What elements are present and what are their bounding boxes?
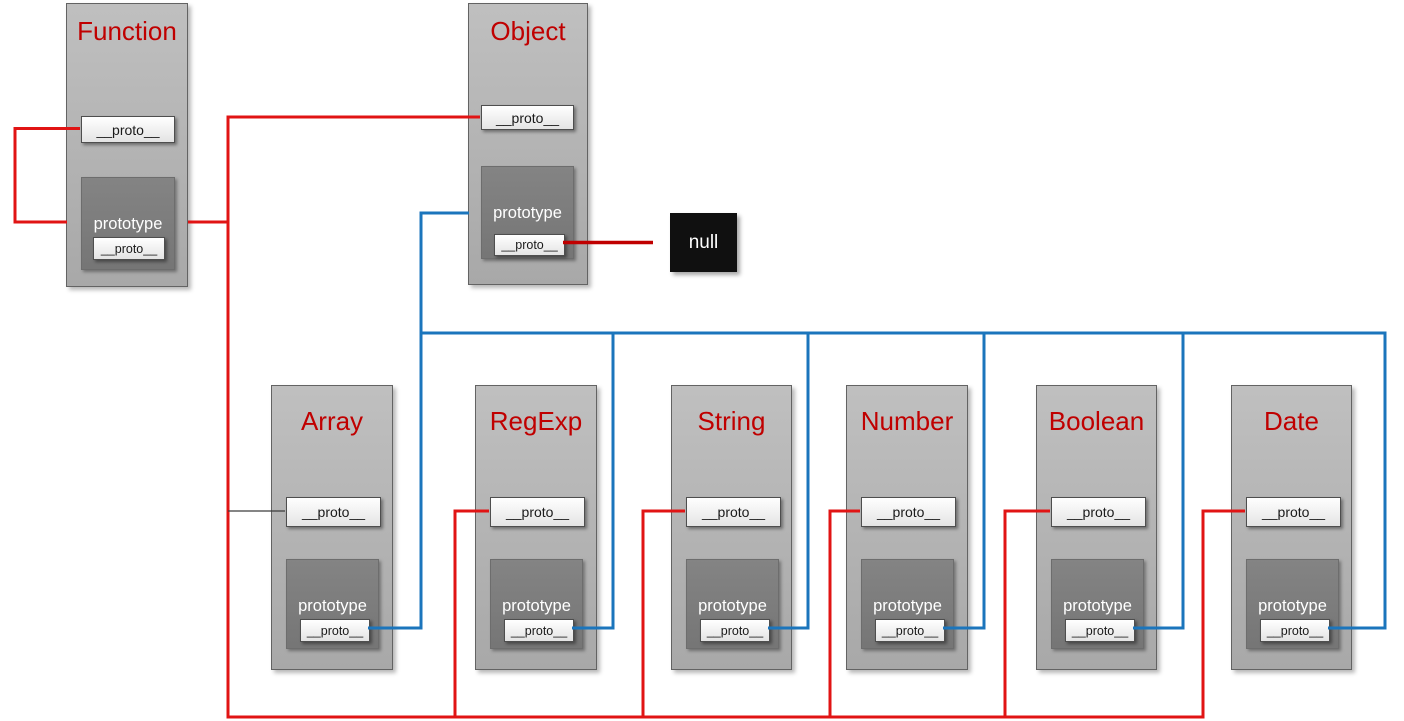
arrowhead-into-null	[652, 234, 671, 252]
array-box: Array __proto__ prototype __proto__	[271, 385, 393, 670]
regexp-proto-field: __proto__	[490, 497, 585, 527]
regexp-prototype-proto-field: __proto__	[504, 619, 574, 642]
string-prototype-label: prototype	[698, 597, 767, 615]
object-box-title: Object	[490, 16, 566, 46]
function-prototype-label: prototype	[93, 215, 163, 233]
date-box-title: Date	[1264, 406, 1319, 436]
array-prototype-label: prototype	[298, 597, 367, 615]
boolean-prototype-label: prototype	[1063, 597, 1132, 615]
number-proto-field: __proto__	[861, 497, 956, 527]
number-box: Number __proto__ prototype __proto__	[846, 385, 968, 670]
string-box: String __proto__ prototype __proto__	[671, 385, 792, 670]
number-prototype-box: prototype __proto__	[861, 559, 954, 649]
function-proto-field: __proto__	[81, 116, 175, 143]
null-label: null	[688, 231, 719, 253]
object-box: Object __proto__ prototype __proto__	[468, 3, 588, 285]
object-proto-field: __proto__	[481, 105, 574, 130]
date-box: Date __proto__ prototype __proto__	[1231, 385, 1352, 670]
function-prototype-box: prototype __proto__	[81, 177, 175, 270]
boolean-box-title: Boolean	[1048, 406, 1145, 436]
date-prototype-box: prototype __proto__	[1246, 559, 1339, 649]
array-prototype-box: prototype __proto__	[286, 559, 379, 649]
object-prototype-box: prototype __proto__	[481, 166, 574, 259]
object-prototype-proto-field: __proto__	[494, 234, 565, 256]
function-box-title: Function	[77, 16, 177, 46]
date-prototype-label: prototype	[1258, 597, 1327, 615]
string-prototype-proto-field: __proto__	[700, 619, 770, 642]
function-prototype-proto-field: __proto__	[93, 237, 165, 260]
regexp-prototype-label: prototype	[502, 597, 571, 615]
array-proto-field: __proto__	[286, 497, 381, 527]
string-prototype-box: prototype __proto__	[686, 559, 779, 649]
regexp-prototype-box: prototype __proto__	[490, 559, 583, 649]
number-prototype-label: prototype	[873, 597, 942, 615]
array-prototype-proto-field: __proto__	[300, 619, 370, 642]
string-box-title: String	[697, 406, 766, 436]
boolean-box: Boolean __proto__ prototype __proto__	[1036, 385, 1157, 670]
date-prototype-proto-field: __proto__	[1260, 619, 1330, 642]
boolean-prototype-box: prototype __proto__	[1051, 559, 1144, 649]
number-prototype-proto-field: __proto__	[875, 619, 945, 642]
function-box: Function __proto__ prototype __proto__	[66, 3, 188, 287]
boolean-proto-field: __proto__	[1051, 497, 1146, 527]
string-proto-field: __proto__	[686, 497, 781, 527]
boolean-prototype-proto-field: __proto__	[1065, 619, 1135, 642]
date-proto-field: __proto__	[1246, 497, 1341, 527]
null-box: null	[670, 213, 737, 272]
array-box-title: Array	[300, 406, 364, 436]
regexp-box: RegExp __proto__ prototype __proto__	[475, 385, 597, 670]
regexp-box-title: RegExp	[489, 406, 583, 436]
number-box-title: Number	[860, 406, 954, 436]
object-prototype-label: prototype	[493, 204, 562, 222]
